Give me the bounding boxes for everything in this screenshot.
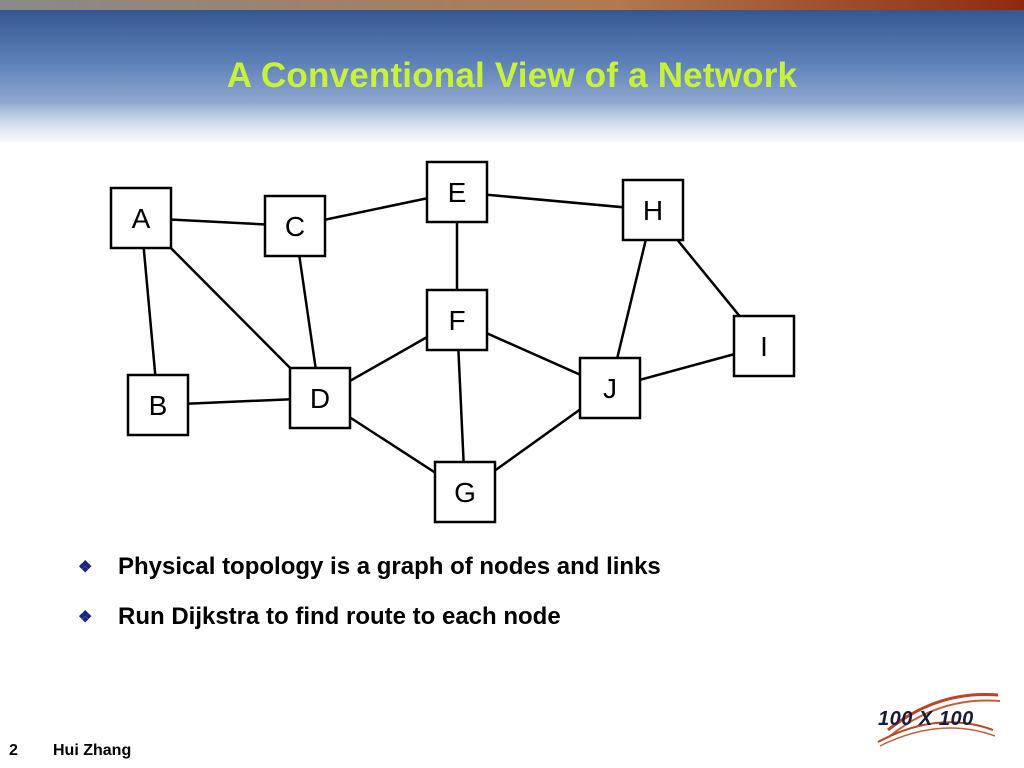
- node-box: [126, 373, 190, 437]
- node-box: [732, 314, 796, 378]
- node-f: F: [425, 288, 489, 352]
- link-e-h: [456, 190, 654, 212]
- node-box: [425, 160, 489, 224]
- node-box: [263, 194, 327, 258]
- node-label: B: [149, 390, 168, 421]
- bullet-list: ❖ Physical topology is a graph of nodes …: [78, 553, 661, 653]
- logo-swoosh-icon: [877, 692, 1001, 747]
- node-label: D: [310, 383, 330, 414]
- node-j: J: [578, 356, 642, 420]
- node-label: E: [448, 177, 467, 208]
- node-b: B: [126, 373, 190, 437]
- bullet-item: ❖ Run Dijkstra to find route to each nod…: [78, 603, 661, 653]
- node-box: [621, 178, 685, 242]
- slide-title: A Conventional View of a Network: [226, 56, 798, 95]
- logo-100x100: 100 X 100: [868, 690, 1008, 750]
- bullet-text: Run Dijkstra to find route to each node: [118, 603, 561, 630]
- node-label: F: [448, 305, 465, 336]
- node-label: C: [285, 211, 305, 242]
- node-i: I: [732, 314, 796, 378]
- node-box: [288, 366, 352, 430]
- diamond-bullet-icon: ❖: [78, 559, 93, 576]
- node-label: G: [454, 477, 476, 508]
- node-c: C: [263, 194, 327, 258]
- node-label: I: [760, 331, 768, 362]
- node-box: [433, 460, 497, 524]
- header-banner: [0, 0, 1024, 142]
- bullet-item: ❖ Physical topology is a graph of nodes …: [78, 553, 661, 603]
- page-number: 2: [9, 742, 18, 759]
- banner-fade: [0, 102, 1024, 142]
- node-e: E: [425, 160, 489, 224]
- banner-top-stripe: [0, 0, 1024, 10]
- node-label: A: [132, 203, 151, 234]
- node-d: D: [288, 366, 352, 430]
- node-a: A: [109, 186, 173, 250]
- node-label: J: [603, 373, 617, 404]
- node-box: [109, 186, 173, 250]
- node-h: H: [621, 178, 685, 242]
- bullet-text: Physical topology is a graph of nodes an…: [118, 553, 661, 580]
- node-box: [425, 288, 489, 352]
- logo-text: 100 X 100: [878, 708, 974, 730]
- diamond-bullet-icon: ❖: [78, 609, 93, 626]
- node-label: H: [643, 195, 663, 226]
- node-g: G: [433, 460, 497, 524]
- author-name: Hui Zhang: [53, 742, 132, 759]
- node-box: [578, 356, 642, 420]
